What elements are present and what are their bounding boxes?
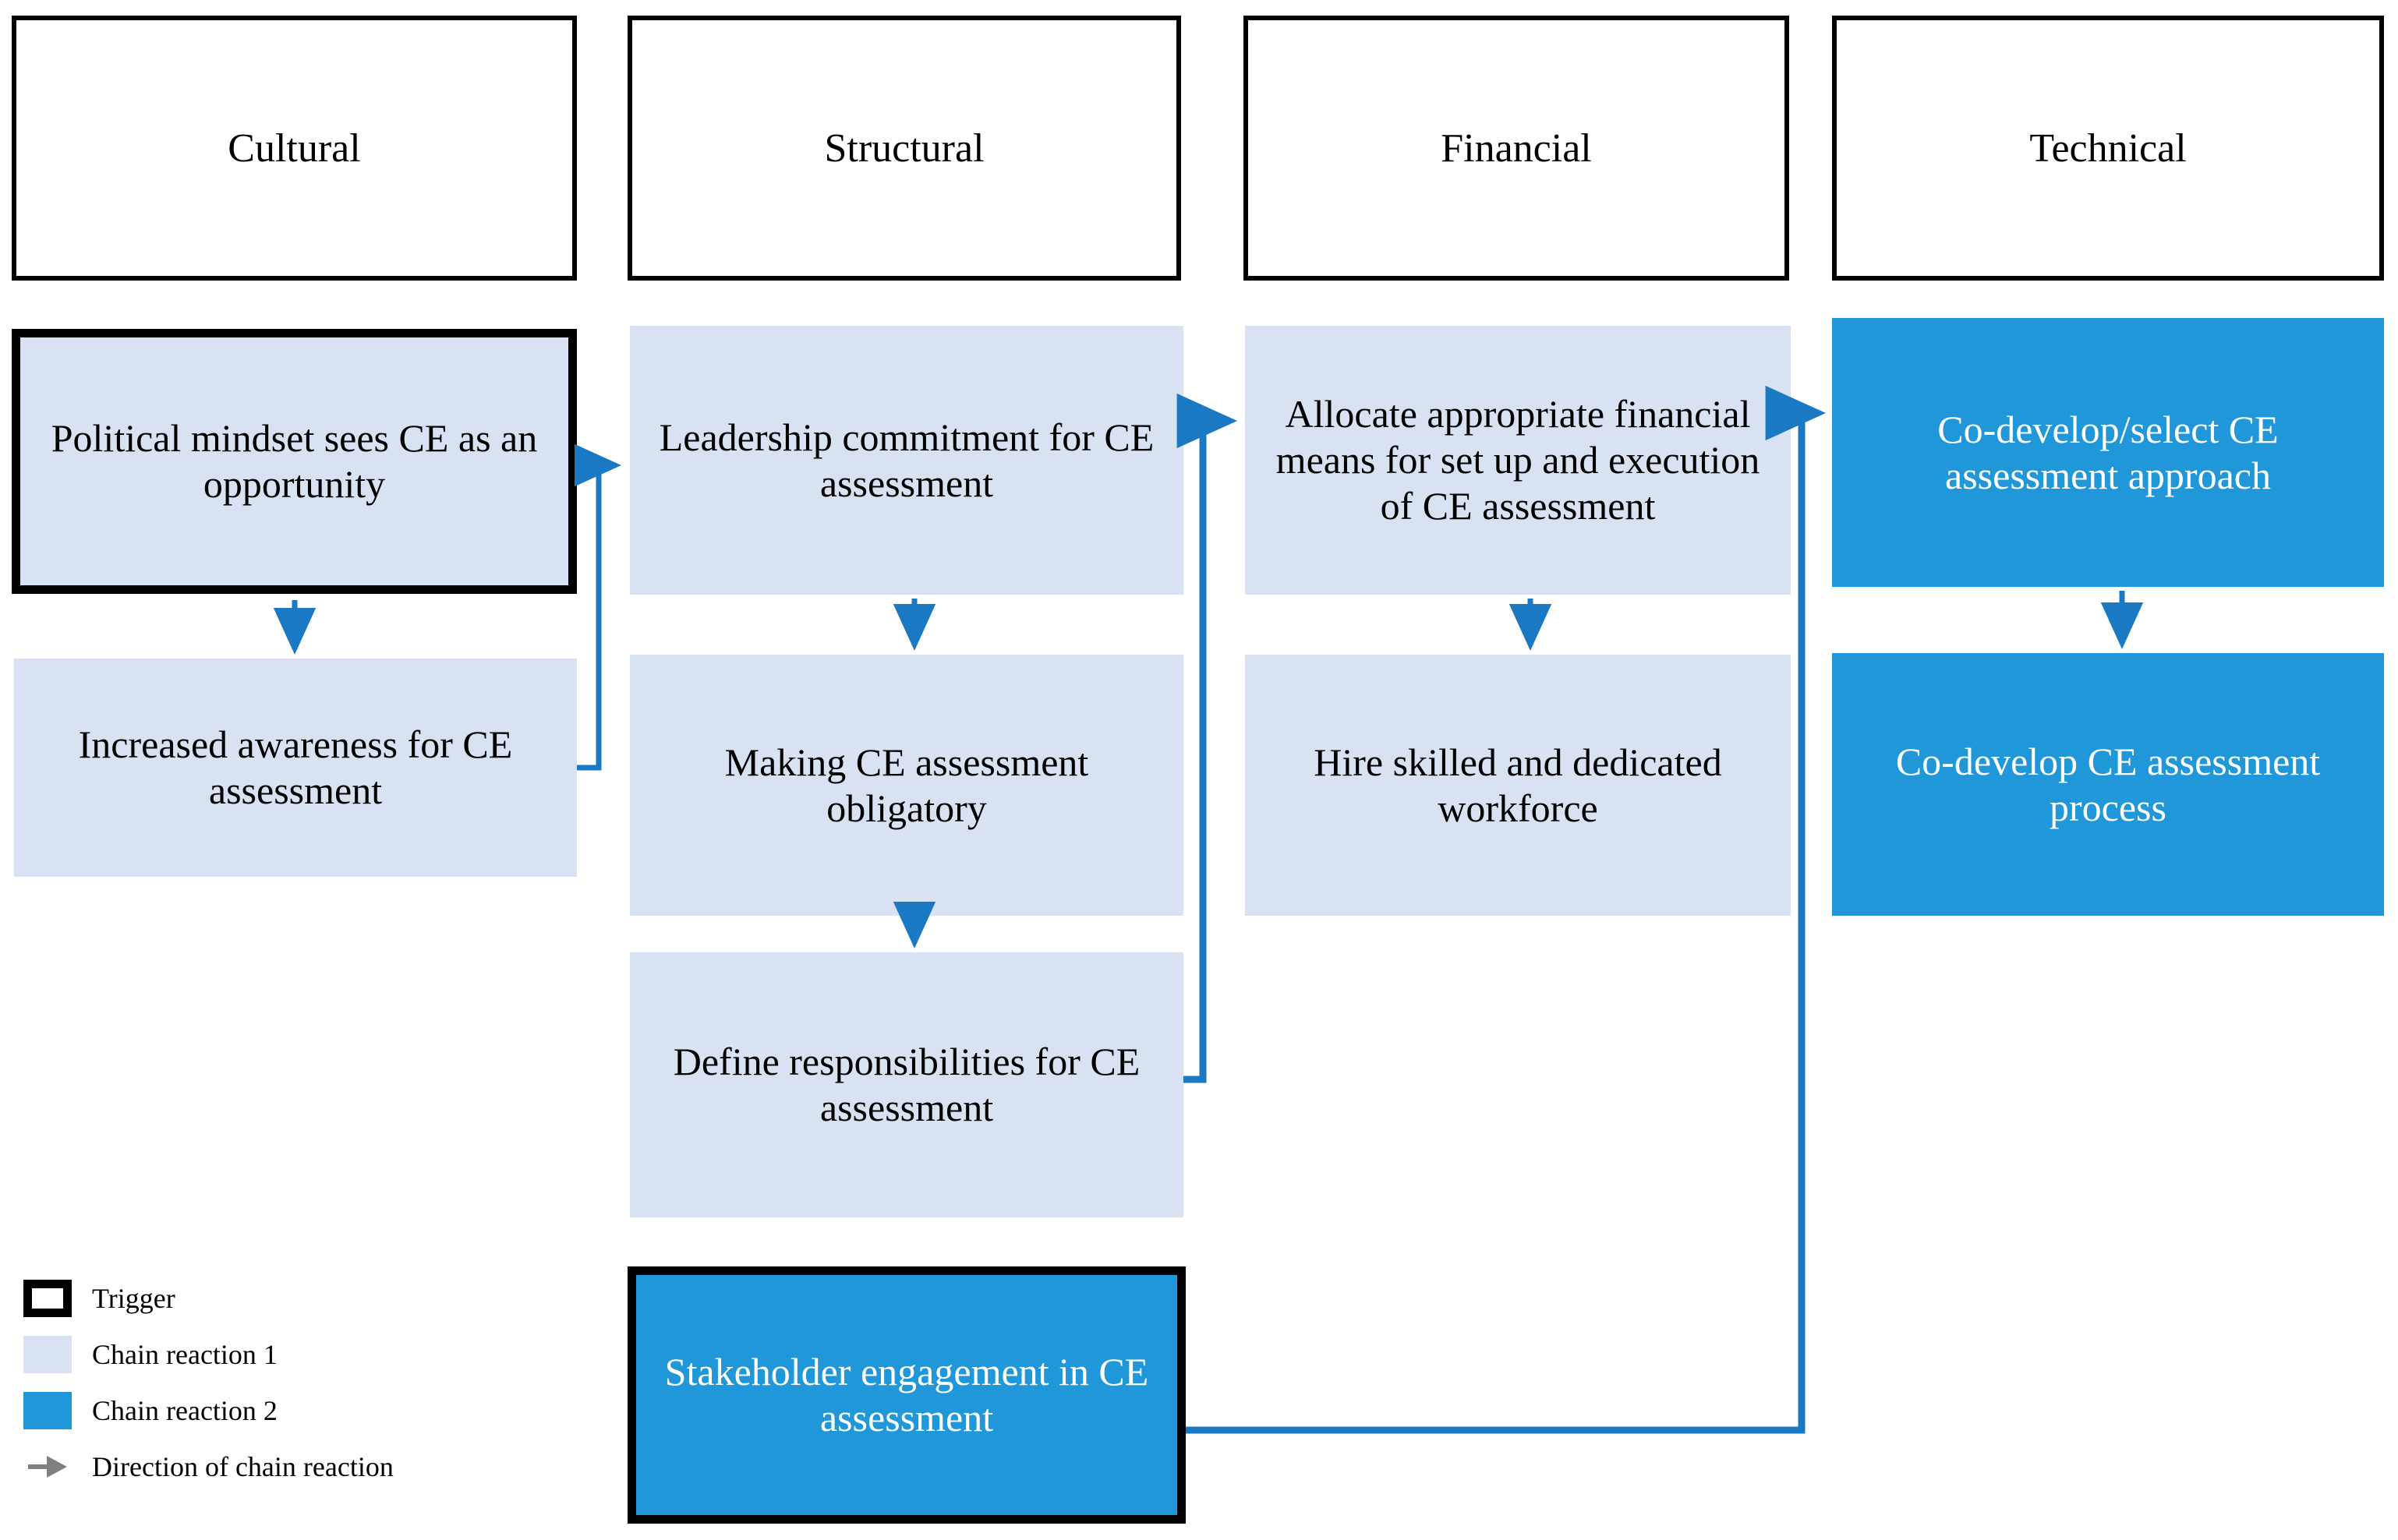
node-stakeholder-engagement[interactable]: Stakeholder engagement in CE assessment	[628, 1266, 1186, 1524]
node-label: Allocate appropriate financial means for…	[1275, 392, 1760, 528]
column-header-label: Cultural	[228, 125, 361, 171]
legend-label-trigger: Trigger	[92, 1283, 175, 1314]
node-label: Making CE assessment obligatory	[724, 740, 1089, 830]
legend-row-trigger: Trigger	[23, 1270, 522, 1326]
node-hire-workforce[interactable]: Hire skilled and dedicated workforce	[1245, 655, 1791, 916]
node-codevelop-process[interactable]: Co-develop CE assessment process	[1832, 653, 2384, 916]
legend-label-direction: Direction of chain reaction	[92, 1451, 394, 1482]
legend-swatch-trigger-icon	[23, 1280, 72, 1317]
right-arrow-icon	[28, 1456, 67, 1478]
node-increased-awareness[interactable]: Increased awareness for CE assessment	[14, 659, 577, 877]
legend-row-chain1: Chain reaction 1	[23, 1326, 522, 1383]
node-label: Co-develop/select CE assessment approach	[1937, 407, 2279, 497]
legend-swatch-chain1-icon	[23, 1336, 72, 1373]
legend-label-chain1: Chain reaction 1	[92, 1339, 278, 1370]
node-label: Co-develop CE assessment process	[1895, 739, 2321, 829]
arrow-responsibilities-to-allocate	[1176, 393, 1238, 1083]
node-label: Stakeholder engagement in CE assessment	[664, 1350, 1149, 1439]
column-header-technical: Technical	[1832, 16, 2384, 281]
column-header-label: Technical	[2029, 125, 2187, 171]
column-header-financial: Financial	[1243, 16, 1789, 281]
legend-row-direction: Direction of chain reaction	[23, 1439, 522, 1495]
node-label: Define responsibilities for CE assessmen…	[673, 1040, 1141, 1129]
node-making-obligatory[interactable]: Making CE assessment obligatory	[630, 655, 1183, 916]
legend-label-chain2: Chain reaction 2	[92, 1395, 278, 1426]
legend-swatch-chain2-icon	[23, 1392, 72, 1429]
node-codevelop-approach[interactable]: Co-develop/select CE assessment approach	[1832, 318, 2384, 587]
node-label: Political mindset sees CE as an opportun…	[51, 416, 538, 506]
node-allocate-financial-means[interactable]: Allocate appropriate financial means for…	[1245, 326, 1791, 595]
legend: Trigger Chain reaction 1 Chain reaction …	[23, 1270, 522, 1495]
node-political-mindset[interactable]: Political mindset sees CE as an opportun…	[12, 329, 577, 594]
node-label: Hire skilled and dedicated workforce	[1314, 740, 1722, 830]
column-header-structural: Structural	[628, 16, 1181, 281]
column-header-label: Financial	[1441, 125, 1592, 171]
column-header-cultural: Cultural	[12, 16, 577, 281]
node-define-responsibilities[interactable]: Define responsibilities for CE assessmen…	[630, 952, 1183, 1217]
node-leadership-commitment[interactable]: Leadership commitment for CE assessment	[630, 326, 1183, 595]
column-header-label: Structural	[824, 125, 985, 171]
legend-row-chain2: Chain reaction 2	[23, 1383, 522, 1439]
node-label: Increased awareness for CE assessment	[78, 722, 513, 812]
node-label: Leadership commitment for CE assessment	[659, 415, 1155, 505]
legend-arrow-icon	[23, 1448, 72, 1485]
arrow-awareness-to-leadership	[574, 443, 622, 771]
